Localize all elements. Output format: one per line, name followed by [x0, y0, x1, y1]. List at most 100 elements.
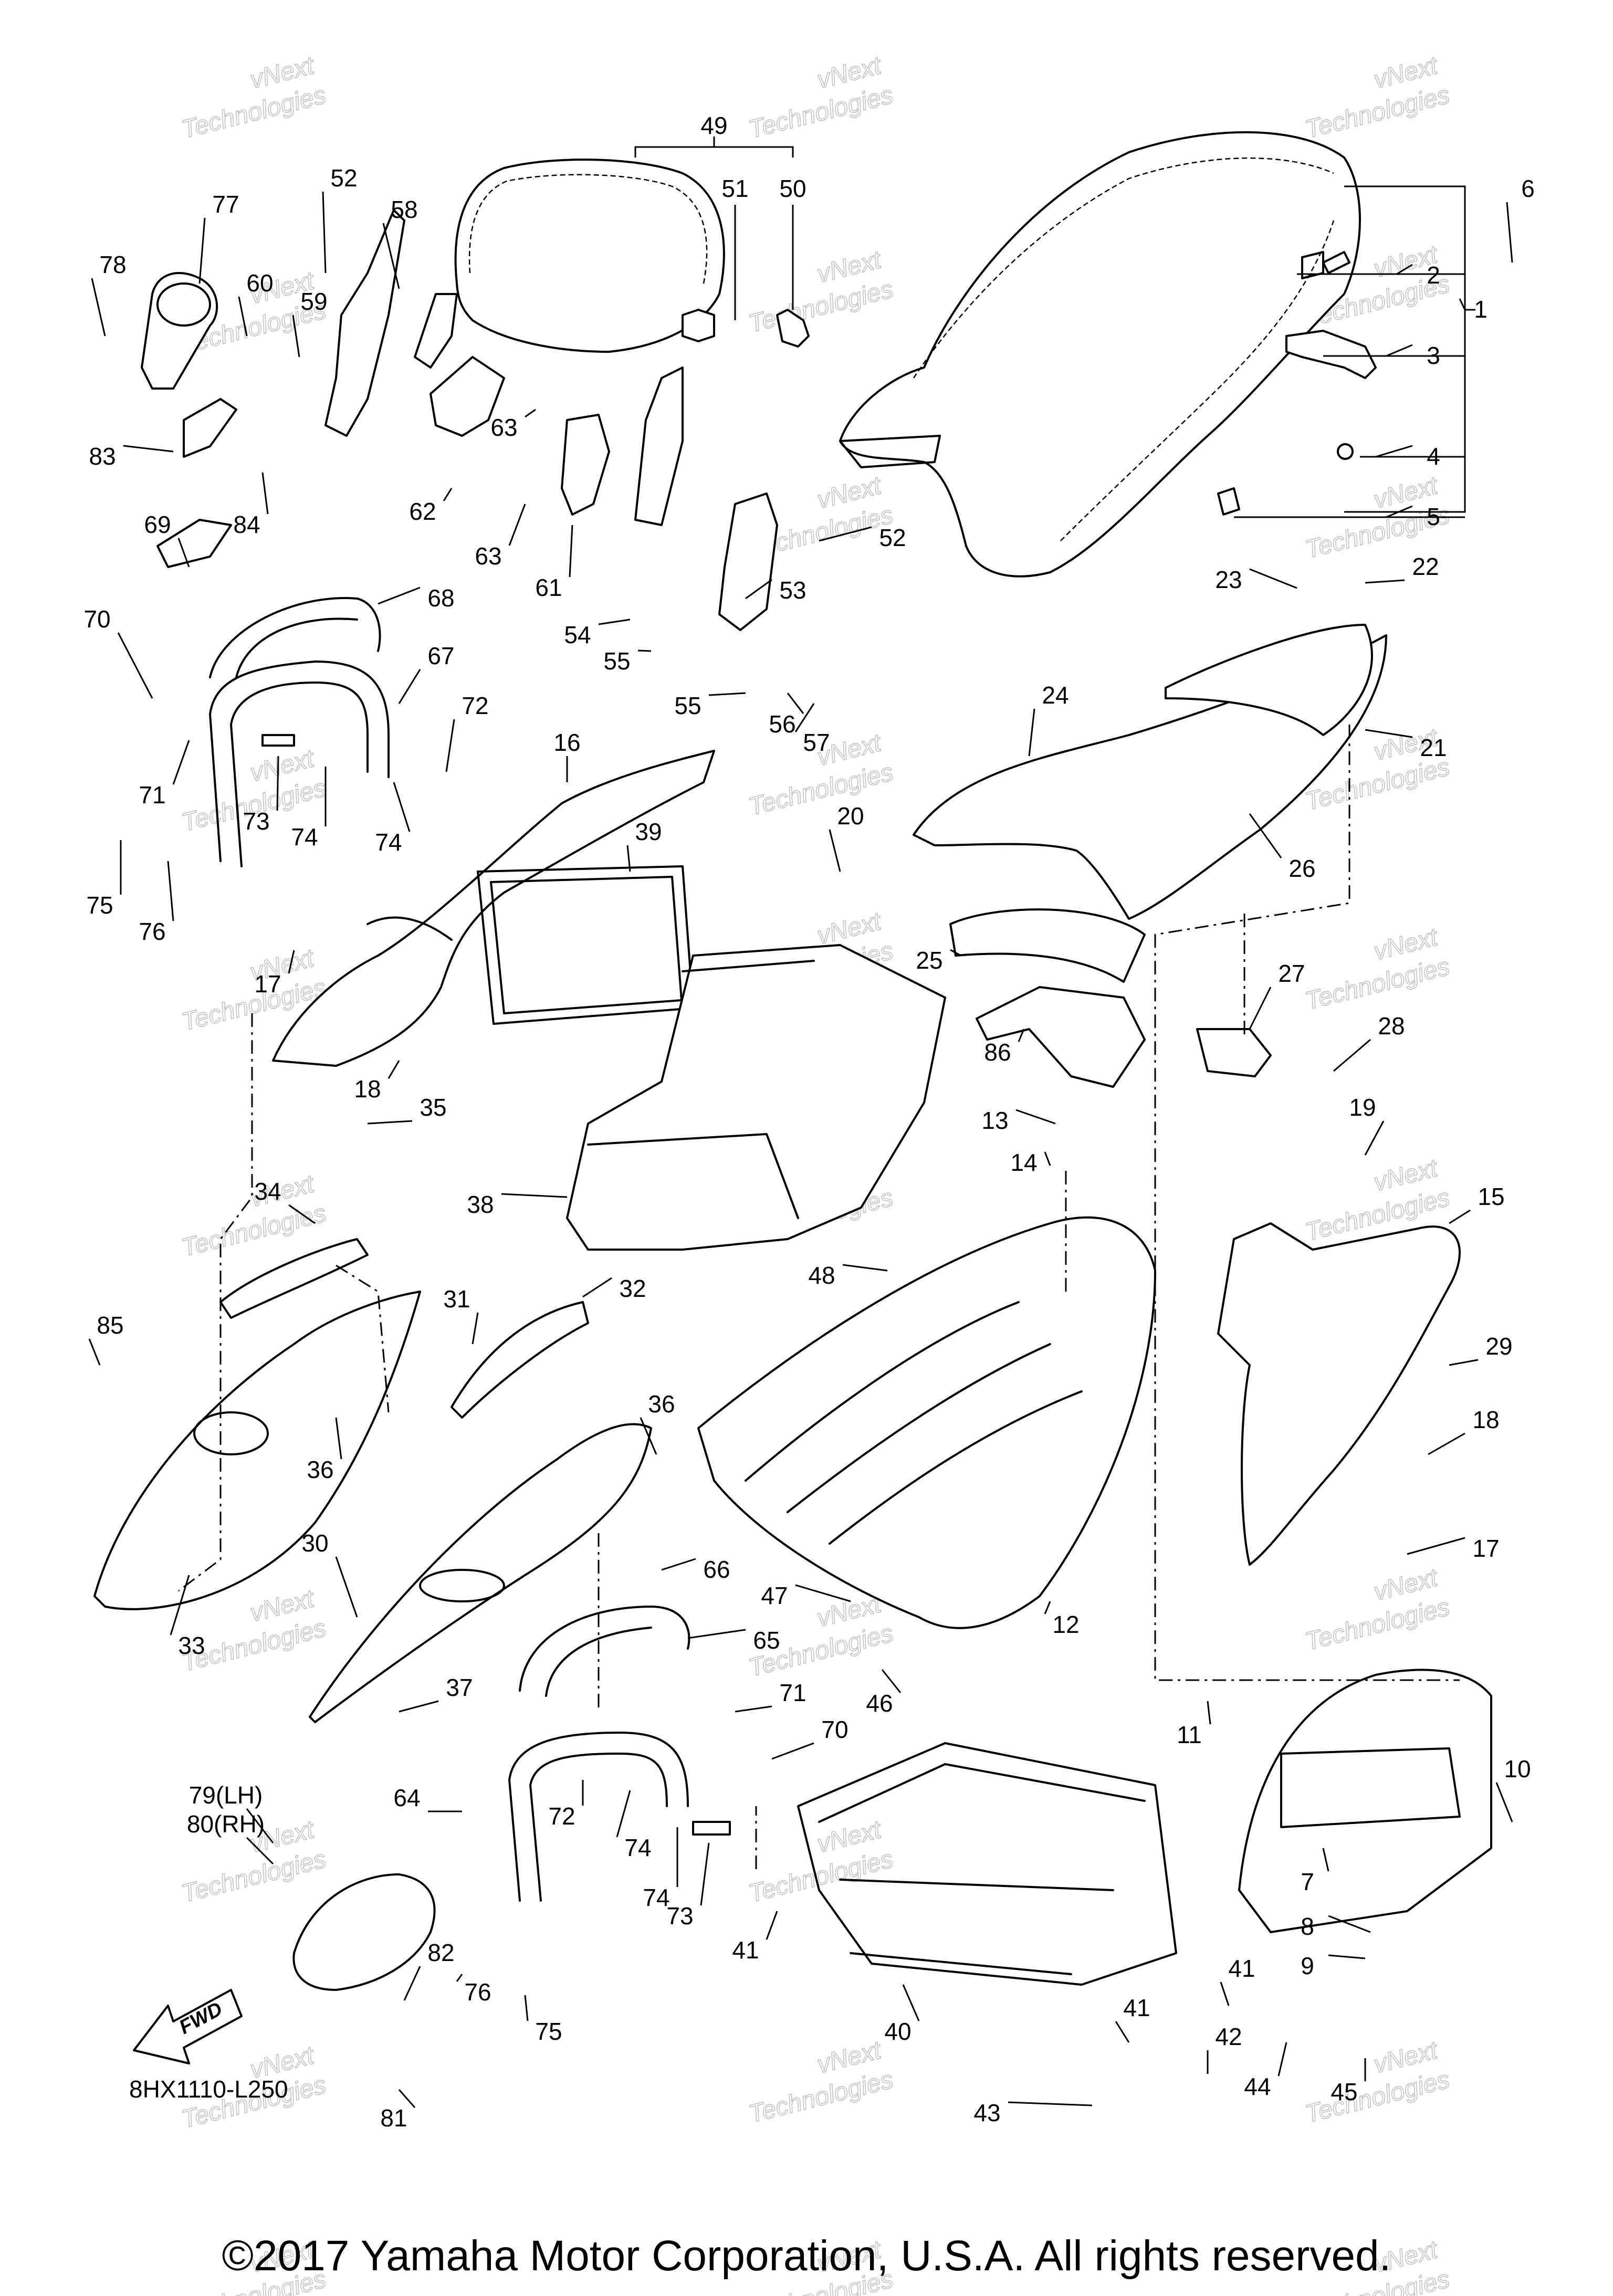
leader-p52a	[322, 191, 327, 274]
callout-p67: 67	[427, 642, 454, 669]
inner-fender-drawing	[697, 1216, 1156, 1629]
callout-p2: 2	[1427, 261, 1440, 289]
callout-p13: 13	[981, 1107, 1008, 1134]
callout-p75b: 75	[535, 2018, 562, 2045]
callout-p73a: 73	[243, 808, 269, 835]
leader-p54	[598, 618, 631, 625]
callout-p74c: 74	[624, 1834, 651, 1861]
callout-p24: 24	[1042, 682, 1069, 709]
leader-p79	[246, 1808, 274, 1843]
callout-p11: 11	[1177, 1721, 1202, 1748]
cushion-pad-drawing	[292, 1873, 436, 1991]
callout-p33: 33	[178, 1632, 205, 1659]
leader-p39	[626, 845, 631, 872]
callout-p69: 69	[144, 511, 171, 538]
grab-handle-upper-drawing	[156, 519, 390, 867]
leader-p85	[88, 1338, 101, 1366]
callout-p63a: 63	[490, 414, 517, 441]
callout-p38: 38	[467, 1191, 494, 1218]
callout-p54: 54	[564, 621, 591, 648]
callout-p71b: 71	[779, 1679, 806, 1706]
side-cover-left-drawing	[309, 1301, 652, 1723]
leader-p48	[842, 1264, 888, 1272]
callout-leaders	[88, 191, 1513, 2108]
rear-frame-drawing	[797, 1742, 1177, 1986]
callout-p44: 44	[1244, 2073, 1271, 2100]
callout-p42: 42	[1215, 2023, 1242, 2050]
leader-p19	[1364, 1120, 1385, 1156]
dash-lines	[178, 725, 1460, 1869]
leader-p15	[1449, 1209, 1471, 1224]
leader-p31	[472, 1312, 479, 1345]
leader-p81	[398, 2089, 416, 2108]
leader-p17b	[1407, 1537, 1465, 1555]
callout-p25: 25	[916, 947, 942, 974]
callout-p17b: 17	[1472, 1535, 1499, 1562]
leader-p25	[950, 949, 961, 957]
leader-p28	[1333, 1039, 1371, 1072]
leader-p63a	[525, 408, 536, 418]
leader-p67	[398, 669, 421, 704]
callout-p81: 81	[380, 2104, 407, 2132]
callout-p65: 65	[753, 1627, 780, 1654]
leader-p6	[1506, 202, 1513, 263]
leader-p17a	[288, 950, 295, 974]
callout-p17a: 17	[254, 970, 281, 998]
callout-p30: 30	[301, 1529, 328, 1557]
leader-p32	[582, 1277, 612, 1298]
leader-p35	[367, 1120, 413, 1125]
diagram-code: 8HX1110-L250	[129, 2075, 288, 2103]
callout-p84: 84	[233, 511, 260, 538]
callout-p79: 79(LH)	[189, 1781, 263, 1809]
callout-p19: 19	[1349, 1094, 1376, 1121]
leader-p20	[829, 829, 841, 872]
callout-p63b: 63	[475, 542, 501, 570]
seat-bracket-drawing	[1217, 251, 1377, 516]
leader-p82	[403, 1966, 421, 2001]
callout-p18a: 18	[354, 1075, 381, 1103]
callout-p70a: 70	[83, 605, 110, 633]
callout-p57: 57	[803, 729, 830, 756]
carrier-drawing	[1238, 1669, 1492, 1933]
callout-p29: 29	[1485, 1333, 1512, 1360]
callout-p59: 59	[300, 288, 327, 315]
leader-p11	[1207, 1701, 1211, 1725]
leader-p70a	[117, 632, 153, 699]
callout-p80: 80(RH)	[187, 1810, 265, 1838]
callout-p16: 16	[553, 729, 580, 756]
leader-p58	[382, 223, 400, 289]
callout-p39: 39	[635, 818, 662, 845]
callout-p73b: 73	[666, 1902, 693, 1930]
leader-p57	[794, 703, 815, 732]
callout-p53: 53	[779, 576, 806, 604]
leader-p60	[238, 296, 248, 337]
callout-p36a: 36	[648, 1390, 675, 1418]
callout-p18b: 18	[1472, 1406, 1499, 1433]
leader-p21	[1365, 729, 1413, 738]
callout-p32: 32	[619, 1275, 646, 1302]
leader-p10	[1495, 1782, 1513, 1822]
callout-p74d: 74	[643, 1884, 669, 1911]
leader-p52b	[819, 526, 872, 542]
callout-p3: 3	[1427, 342, 1440, 369]
callout-p40: 40	[884, 2018, 911, 2045]
leader-p2	[1396, 264, 1413, 275]
callout-p62: 62	[409, 498, 436, 525]
leader-p74b	[393, 782, 411, 832]
tail-light-cover-drawing	[141, 272, 237, 458]
leader-p41b	[1220, 1982, 1230, 2006]
leader-p41c	[1115, 2021, 1130, 2043]
leader-p36a	[640, 1417, 657, 1455]
callout-p12: 12	[1052, 1611, 1079, 1638]
callout-p36b: 36	[307, 1456, 333, 1483]
leader-p8	[1328, 1915, 1371, 1933]
callout-p43: 43	[973, 2099, 1000, 2126]
leader-p63b	[508, 504, 526, 546]
leader-p23	[1249, 568, 1297, 589]
